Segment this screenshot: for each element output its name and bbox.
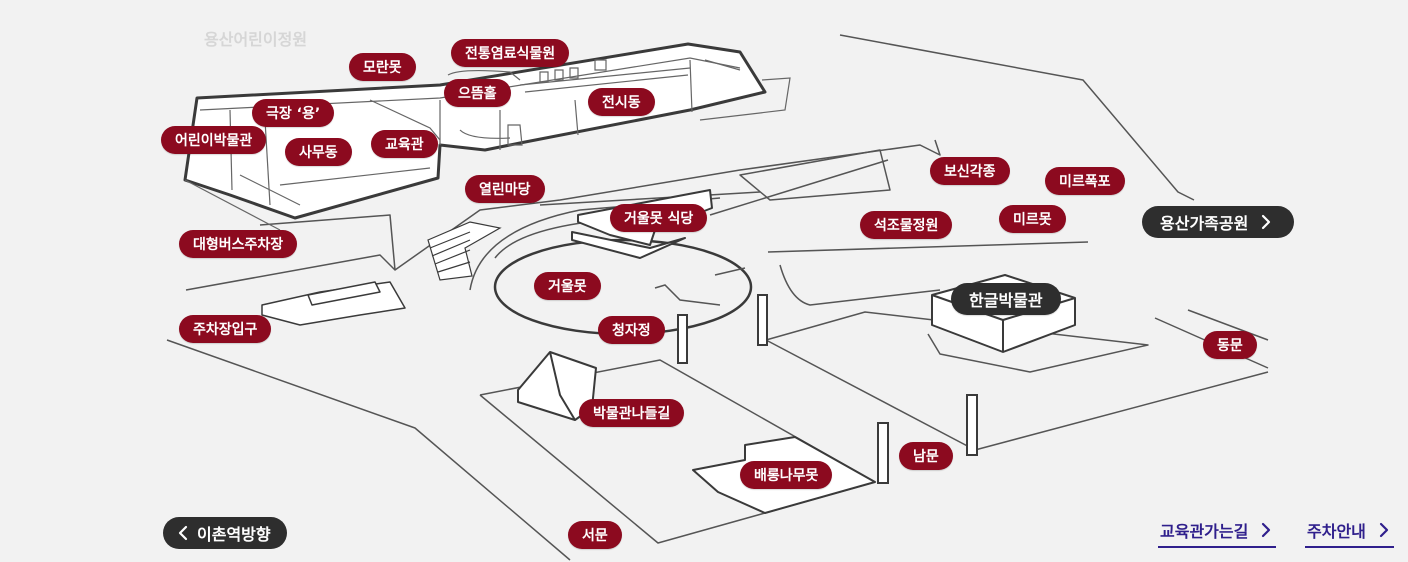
marker-cheongjajeong[interactable]: 청자정	[598, 316, 665, 344]
road-outline	[779, 264, 941, 306]
marker-open-plaza[interactable]: 열린마당	[465, 175, 545, 203]
chevron-right-icon	[1262, 522, 1271, 538]
education-hall-directions-link[interactable]: 교육관가는길	[1158, 514, 1277, 548]
marker-crape-myrtle-pond[interactable]: 배롱나무못	[740, 461, 833, 489]
chevron-left-icon	[178, 525, 188, 541]
plaza-outline	[739, 149, 891, 201]
marker-hangeul-museum[interactable]: 한글박물관	[951, 283, 1061, 315]
marker-mireumot[interactable]: 미르못	[999, 205, 1066, 233]
gate-pillar	[677, 314, 688, 364]
road-outline	[185, 139, 941, 291]
ichon-station-direction-button[interactable]: 이촌역방향	[163, 517, 287, 549]
marker-south-gate[interactable]: 남문	[899, 442, 953, 470]
parking-info-label: 주차안내	[1307, 522, 1366, 541]
parking-info-link[interactable]: 주차안내	[1305, 514, 1394, 548]
marker-theater-yong[interactable]: 극장 ‘용’	[252, 99, 335, 127]
road-outline	[767, 241, 1089, 253]
yongsan-family-park-button[interactable]: 용산가족공원	[1142, 206, 1295, 238]
gate-pillar	[877, 422, 889, 484]
chevron-right-icon	[1379, 522, 1388, 538]
marker-parking-entrance[interactable]: 주차장입구	[179, 315, 272, 343]
road-outline	[539, 191, 761, 206]
marker-bus-parking[interactable]: 대형버스주차장	[179, 230, 298, 258]
road-outline	[765, 311, 1149, 373]
gate-pillar	[757, 294, 768, 346]
road-outline	[1187, 309, 1269, 341]
road-outline	[839, 34, 1195, 201]
road-outline	[166, 339, 571, 561]
gate-pillar	[966, 394, 978, 456]
marker-mirror-pond-restaurant[interactable]: 거울못 식당	[610, 204, 708, 232]
marker-west-gate[interactable]: 서문	[568, 521, 622, 549]
yongsan-family-park-label: 용산가족공원	[1160, 214, 1249, 233]
education-hall-directions-label: 교육관가는길	[1160, 522, 1249, 541]
marker-exhibition-building[interactable]: 전시동	[588, 88, 655, 116]
road-outline	[709, 159, 889, 216]
marker-eutteum-hall[interactable]: 으뜸홀	[444, 79, 511, 107]
marker-traditional-dye-garden[interactable]: 전통염료식물원	[451, 39, 570, 67]
marker-museum-trail[interactable]: 박물관나들길	[579, 399, 685, 427]
road-outline	[765, 339, 1269, 451]
marker-education-hall[interactable]: 교육관	[371, 130, 438, 158]
yongsan-childrens-garden-label: 용산어린이정원	[204, 30, 308, 49]
marker-bosingak-bell[interactable]: 보신각종	[930, 157, 1010, 185]
road-outline	[259, 214, 396, 271]
marker-mireu-waterfall[interactable]: 미르폭포	[1045, 167, 1125, 195]
marker-mirror-pond[interactable]: 거울못	[534, 272, 601, 300]
marker-moranmot[interactable]: 모란못	[349, 53, 416, 81]
chevron-right-icon	[1262, 214, 1271, 230]
marker-office-building[interactable]: 사무동	[285, 138, 352, 166]
marker-east-gate[interactable]: 동문	[1203, 331, 1257, 359]
marker-stone-garden[interactable]: 석조물정원	[860, 211, 953, 239]
museum-building	[183, 42, 767, 220]
ichon-station-direction-label: 이촌역방향	[197, 525, 271, 544]
marker-childrens-museum[interactable]: 어린이박물관	[161, 126, 267, 154]
